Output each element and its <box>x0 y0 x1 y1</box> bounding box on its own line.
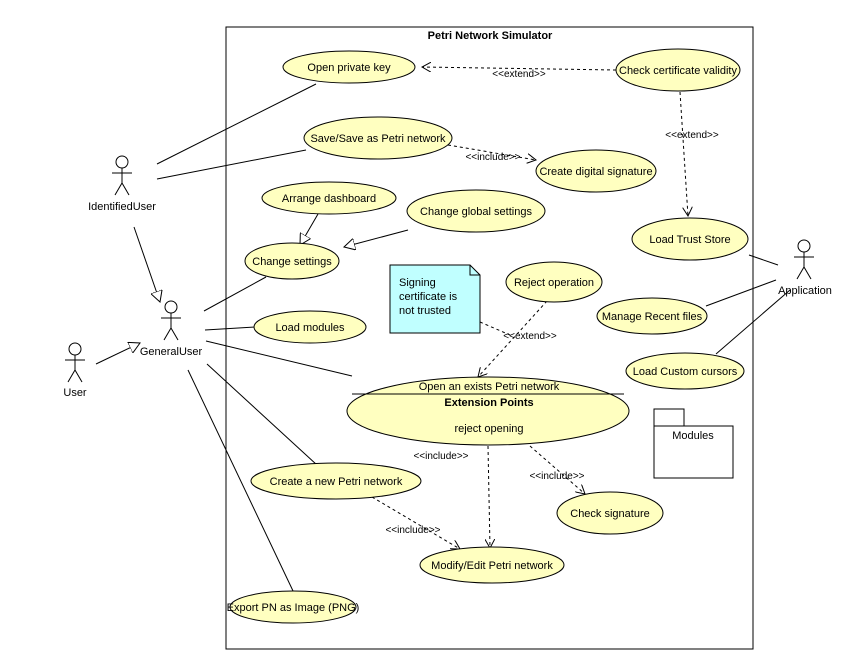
gen-user-general <box>95 343 140 365</box>
label-include-create-modify: <<include>> <box>385 525 440 536</box>
assoc-identified-open-key <box>156 83 317 165</box>
assoc-general-change-settings <box>203 276 267 312</box>
uc-load-modules[interactable] <box>253 310 367 344</box>
uc-export-png-label: Export PN as Image (PNG) <box>227 602 360 614</box>
label-extend-reject: <<extend>> <box>503 331 557 342</box>
extension-point-reject-opening: reject opening <box>454 423 523 435</box>
actor-general-user-label: GeneralUser <box>140 346 203 358</box>
gen-identified-general <box>133 226 160 302</box>
uc-change-settings-label: Change settings <box>252 256 332 268</box>
uc-change-settings[interactable] <box>244 242 340 280</box>
dep-extend-open-key <box>422 67 617 70</box>
assoc-general-load-modules <box>204 326 256 331</box>
uc-export-png[interactable] <box>229 590 357 624</box>
association-lines <box>156 83 791 594</box>
gen-global-change <box>344 229 409 247</box>
uc-check-signature[interactable] <box>556 491 664 535</box>
uc-modify-petri-network[interactable] <box>419 546 565 584</box>
note-line-3: not trusted <box>399 305 451 317</box>
uc-manage-recent-files-label: Manage Recent files <box>602 311 703 323</box>
uc-arrange-dashboard-label: Arrange dashboard <box>282 193 376 205</box>
label-extend-trust-store: <<extend>> <box>665 130 719 141</box>
assoc-general-export <box>187 369 295 594</box>
actor-identified-user[interactable] <box>112 155 132 196</box>
uc-check-certificate-validity[interactable] <box>615 48 741 92</box>
dep-include-create-modify <box>371 496 460 549</box>
uc-open-private-key[interactable] <box>282 50 416 84</box>
uc-save-petri-network[interactable] <box>303 116 453 160</box>
dependency-lines <box>371 67 688 549</box>
actor-identified-user-label: IdentifiedUser <box>88 201 156 213</box>
dep-include-check-signature <box>529 445 585 494</box>
uc-manage-recent-files[interactable] <box>596 297 708 335</box>
assoc-identified-save <box>156 149 307 180</box>
label-extend-open-key: <<extend>> <box>492 69 546 80</box>
uc-create-new-petri-network[interactable] <box>250 462 422 500</box>
actor-user[interactable] <box>65 342 85 383</box>
uc-check-signature-label: Check signature <box>570 508 650 520</box>
uc-reject-operation-label: Reject operation <box>514 277 594 289</box>
uc-create-digital-signature-label: Create digital signature <box>539 166 652 178</box>
uc-open-petri-network-label: Open an exists Petri network <box>419 381 560 393</box>
uc-check-certificate-validity-label: Check certificate validity <box>619 65 737 77</box>
assoc-application-trust-store <box>748 254 779 266</box>
label-include-open-modify: <<include>> <box>413 451 468 462</box>
uc-load-trust-store-label: Load Trust Store <box>649 234 730 246</box>
dep-include-signature <box>447 144 536 160</box>
assoc-general-create-network <box>206 363 318 466</box>
label-include-signature: <<include>> <box>465 152 520 163</box>
gen-arrange-change <box>300 213 319 245</box>
assoc-application-recent <box>705 279 777 307</box>
uc-change-global-settings-label: Change global settings <box>420 206 532 218</box>
note-line-1: Signing <box>399 277 436 289</box>
uc-modify-petri-network-label: Modify/Edit Petri network <box>431 560 553 572</box>
use-cases <box>229 48 749 624</box>
uc-load-custom-cursors[interactable] <box>625 352 745 390</box>
uc-load-trust-store[interactable] <box>631 217 749 261</box>
assoc-general-open-network <box>205 340 353 377</box>
actor-application[interactable] <box>794 239 814 280</box>
uc-reject-operation[interactable] <box>505 261 603 303</box>
uc-open-private-key-label: Open private key <box>307 62 391 74</box>
extension-points-title: Extension Points <box>444 397 533 409</box>
actor-application-label: Application <box>778 285 832 297</box>
actor-user-label: User <box>63 387 87 399</box>
note-signing-certificate: Signing certificate is not trusted <box>389 264 481 334</box>
system-title: Petri Network Simulator <box>428 30 553 42</box>
generalization-lines <box>95 213 409 365</box>
label-include-check-signature: <<include>> <box>529 471 584 482</box>
dep-include-open-modify <box>488 445 490 548</box>
uc-save-petri-network-label: Save/Save as Petri network <box>310 133 446 145</box>
package-modules: Modules <box>653 408 734 479</box>
dep-extend-reject <box>478 300 548 377</box>
actor-general-user[interactable] <box>161 300 181 341</box>
package-modules-label: Modules <box>672 430 714 442</box>
use-case-labels: Open private key Check certificate valid… <box>227 62 738 614</box>
uc-load-modules-label: Load modules <box>275 322 345 334</box>
uc-change-global-settings[interactable] <box>406 189 546 233</box>
dep-extend-trust-store <box>679 91 688 216</box>
note-line-2: certificate is <box>399 291 458 303</box>
uc-create-new-petri-network-label: Create a new Petri network <box>270 476 403 488</box>
uc-load-custom-cursors-label: Load Custom cursors <box>633 366 738 378</box>
assoc-application-cursors <box>715 289 791 355</box>
uc-arrange-dashboard[interactable] <box>261 181 397 215</box>
system-boundary <box>225 26 754 650</box>
uc-create-digital-signature[interactable] <box>535 149 657 193</box>
